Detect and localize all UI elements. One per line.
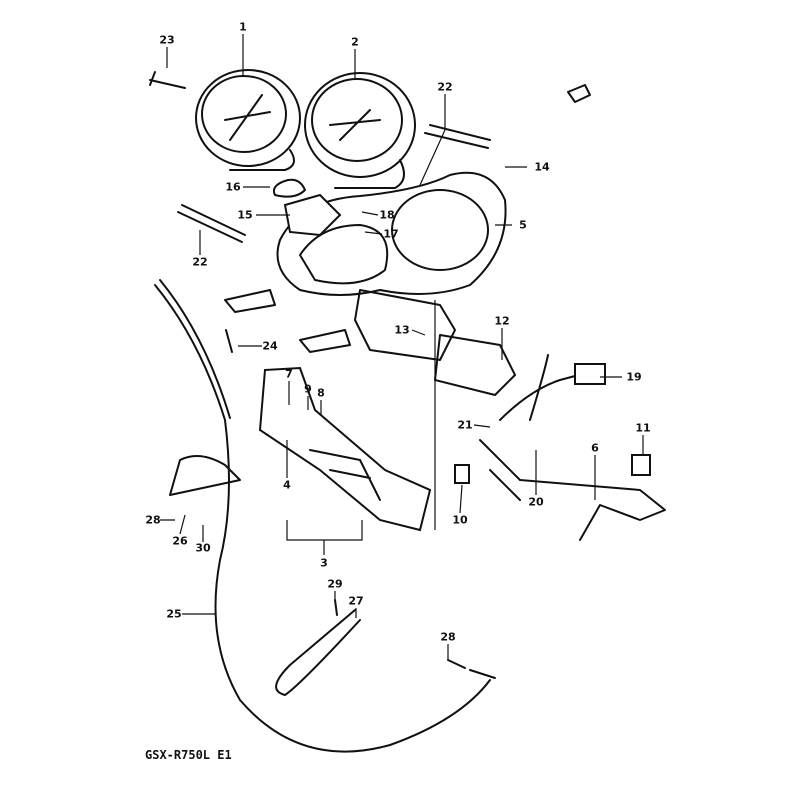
callout-10: 10 bbox=[452, 513, 468, 527]
callout-19: 19 bbox=[626, 370, 642, 384]
callout-12: 12 bbox=[494, 314, 510, 328]
callout-6: 6 bbox=[591, 441, 599, 455]
callout-11: 11 bbox=[635, 421, 651, 435]
callout-27: 27 bbox=[348, 594, 364, 608]
callout-7: 7 bbox=[285, 367, 293, 381]
callout-16: 16 bbox=[225, 180, 241, 194]
connector bbox=[574, 363, 606, 385]
drive-unit bbox=[283, 193, 342, 237]
callout-24: 24 bbox=[262, 339, 278, 353]
callout-28-left: 28 bbox=[145, 513, 161, 527]
callout-22-left: 22 bbox=[192, 255, 208, 269]
front-arrow-icon bbox=[567, 84, 591, 103]
model-code: GSX-R750L E1 bbox=[145, 748, 232, 762]
wiring-harness bbox=[499, 354, 591, 421]
cable-clamp bbox=[169, 455, 241, 496]
socket-10 bbox=[454, 464, 470, 484]
callout-23: 23 bbox=[159, 33, 175, 47]
callout-20: 20 bbox=[528, 495, 544, 509]
callout-15: 15 bbox=[237, 208, 253, 222]
callout-26: 26 bbox=[172, 534, 188, 548]
console-detail bbox=[309, 449, 381, 501]
callout-30: 30 bbox=[195, 541, 211, 555]
speedometer-cable bbox=[154, 284, 491, 753]
callout-2: 2 bbox=[351, 35, 359, 49]
callout-9: 9 bbox=[304, 382, 312, 396]
socket-11 bbox=[631, 454, 651, 476]
speedometer bbox=[304, 72, 416, 189]
callout-4: 4 bbox=[283, 478, 291, 492]
callout-28-bottom: 28 bbox=[440, 630, 456, 644]
leader-lines bbox=[160, 34, 644, 660]
callout-14: 14 bbox=[534, 160, 550, 174]
gasket bbox=[272, 178, 306, 198]
bulb bbox=[149, 71, 186, 89]
callout-3: 3 bbox=[320, 556, 328, 570]
cable-guide bbox=[275, 609, 361, 696]
callout-17: 17 bbox=[383, 227, 399, 241]
callout-25: 25 bbox=[166, 607, 182, 621]
callout-21: 21 bbox=[457, 418, 473, 432]
console bbox=[258, 366, 432, 532]
panel-cover bbox=[354, 289, 456, 361]
callout-1: 1 bbox=[239, 20, 247, 34]
mount-brackets bbox=[224, 289, 351, 353]
screws bbox=[225, 329, 338, 616]
callout-29: 29 bbox=[327, 577, 343, 591]
callout-22-top: 22 bbox=[437, 80, 453, 94]
callout-8: 8 bbox=[317, 386, 325, 400]
indicator-panel bbox=[434, 334, 516, 396]
callout-18: 18 bbox=[379, 208, 395, 222]
lower-bracket bbox=[479, 439, 666, 541]
bracket-strip-top bbox=[424, 124, 491, 149]
callout-5: 5 bbox=[519, 218, 527, 232]
callout-13: 13 bbox=[394, 323, 410, 337]
cable-outer bbox=[159, 279, 231, 419]
tachometer bbox=[195, 69, 301, 171]
gauge-housing bbox=[276, 171, 507, 296]
bracket-strip-left bbox=[177, 204, 246, 243]
screw-28b bbox=[447, 659, 496, 679]
